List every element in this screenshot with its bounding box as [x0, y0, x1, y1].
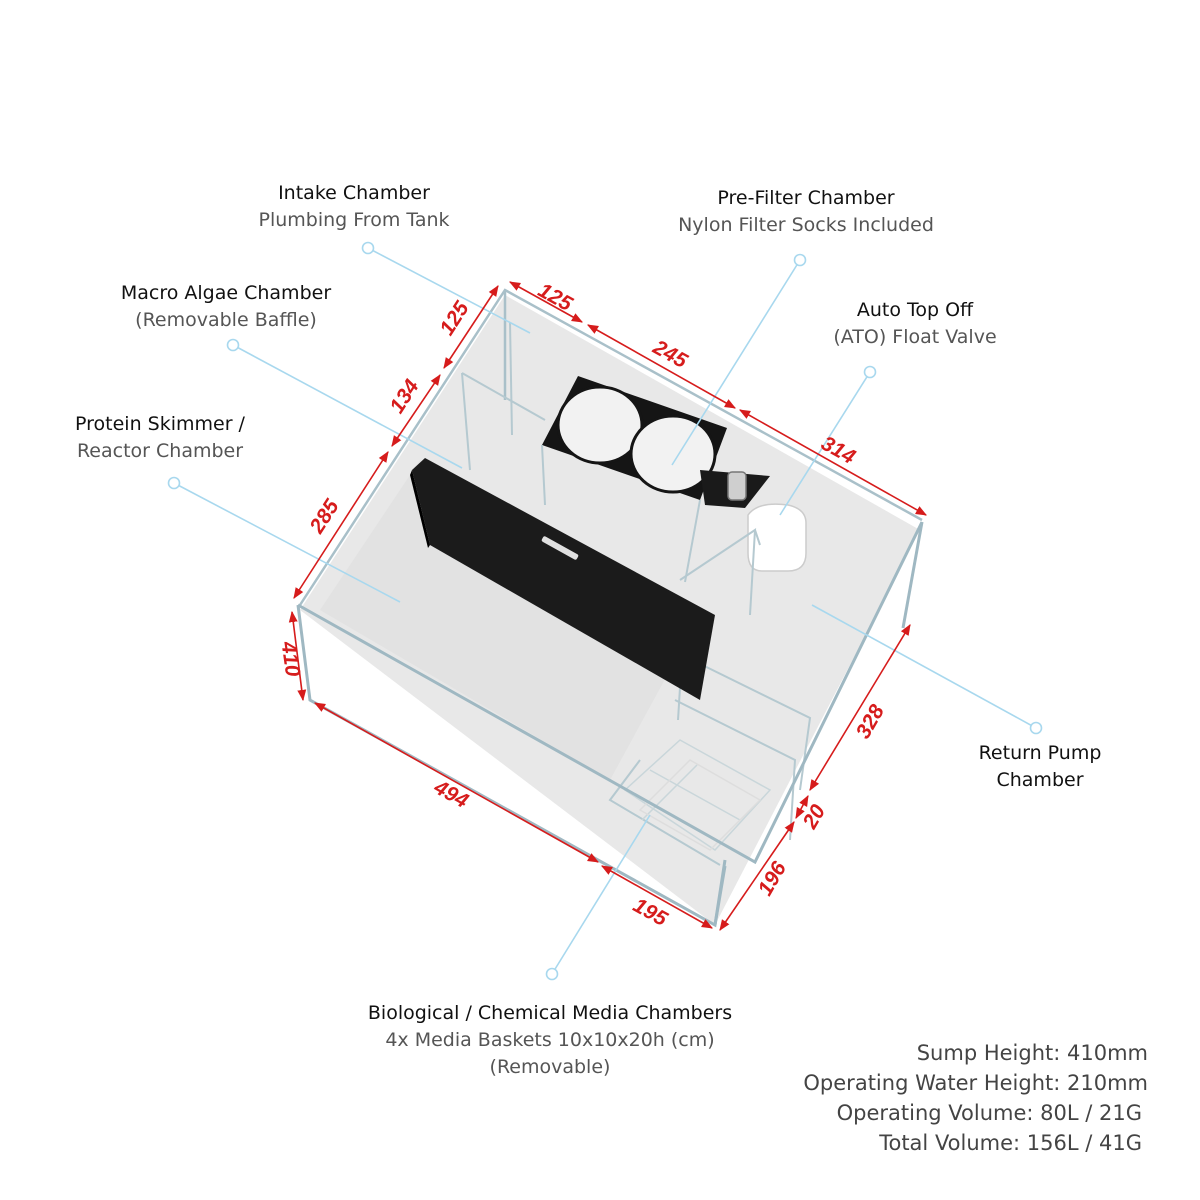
label-media-title: Biological / Chemical Media Chambers	[367, 1002, 733, 1024]
label-return-line1: Return Pump	[978, 742, 1102, 764]
label-return-line2: Chamber	[996, 769, 1084, 791]
dim-245: 245	[648, 335, 691, 373]
label-return-chamber: Return Pump Chamber	[950, 740, 1130, 794]
label-intake-chamber: Intake Chamber Plumbing From Tank	[234, 180, 474, 234]
label-ato-title: Auto Top Off	[856, 299, 974, 321]
dim-410: 410	[276, 639, 304, 678]
dim-134: 134	[385, 375, 424, 417]
filter-sock-ring-left	[556, 385, 644, 465]
label-skimmer-subtitle: Reactor Chamber	[76, 440, 244, 462]
label-intake-title: Intake Chamber	[278, 182, 430, 204]
spec-sump-height: Sump Height: 410mm	[916, 1041, 1148, 1065]
dim-196: 196	[754, 858, 792, 900]
label-macro-title: Macro Algae Chamber	[120, 282, 332, 304]
dim-125-side: 125	[435, 297, 474, 339]
label-intake-subtitle: Plumbing From Tank	[258, 209, 450, 231]
dim-494: 494	[429, 775, 472, 813]
removable-baffle	[410, 458, 715, 700]
label-prefilter-title: Pre-Filter Chamber	[717, 187, 895, 209]
label-ato: Auto Top Off (ATO) Float Valve	[810, 297, 1020, 351]
leader-macro	[232, 344, 463, 469]
sump-floor-shade	[320, 460, 700, 780]
intake-divider	[461, 321, 546, 471]
leader-media	[551, 814, 651, 975]
label-media-chambers: Biological / Chemical Media Chambers 4x …	[340, 1000, 760, 1081]
filter-sock-ring-right	[629, 414, 717, 494]
label-prefilter-subtitle: Nylon Filter Socks Included	[678, 214, 934, 236]
dim-285: 285	[305, 495, 344, 538]
specs-block: Sump Height: 410mm Operating Water Heigh…	[803, 1038, 1148, 1158]
label-prefilter-chamber: Pre-Filter Chamber Nylon Filter Socks In…	[656, 185, 956, 239]
label-skimmer-chamber: Protein Skimmer / Reactor Chamber	[50, 411, 270, 465]
dim-314: 314	[817, 432, 859, 469]
label-media-subtitle2: (Removable)	[489, 1056, 611, 1078]
spec-total-volume: Total Volume: 156L / 41G	[879, 1131, 1142, 1155]
label-media-subtitle: 4x Media Baskets 10x10x20h (cm)	[385, 1029, 715, 1051]
label-ato-subtitle: (ATO) Float Valve	[833, 326, 997, 348]
spec-operating-water-height: Operating Water Height: 210mm	[803, 1071, 1148, 1095]
label-macro-chamber: Macro Algae Chamber (Removable Baffle)	[96, 280, 356, 334]
label-skimmer-title: Protein Skimmer /	[75, 413, 245, 435]
ato-float-valve	[700, 470, 807, 572]
dim-195: 195	[629, 894, 671, 931]
dim-328: 328	[852, 701, 890, 743]
leader-prefilter	[671, 259, 801, 466]
media-baskets	[623, 739, 772, 851]
spec-operating-volume: Operating Volume: 80L / 21G	[836, 1101, 1142, 1125]
label-macro-subtitle: (Removable Baffle)	[135, 309, 317, 331]
